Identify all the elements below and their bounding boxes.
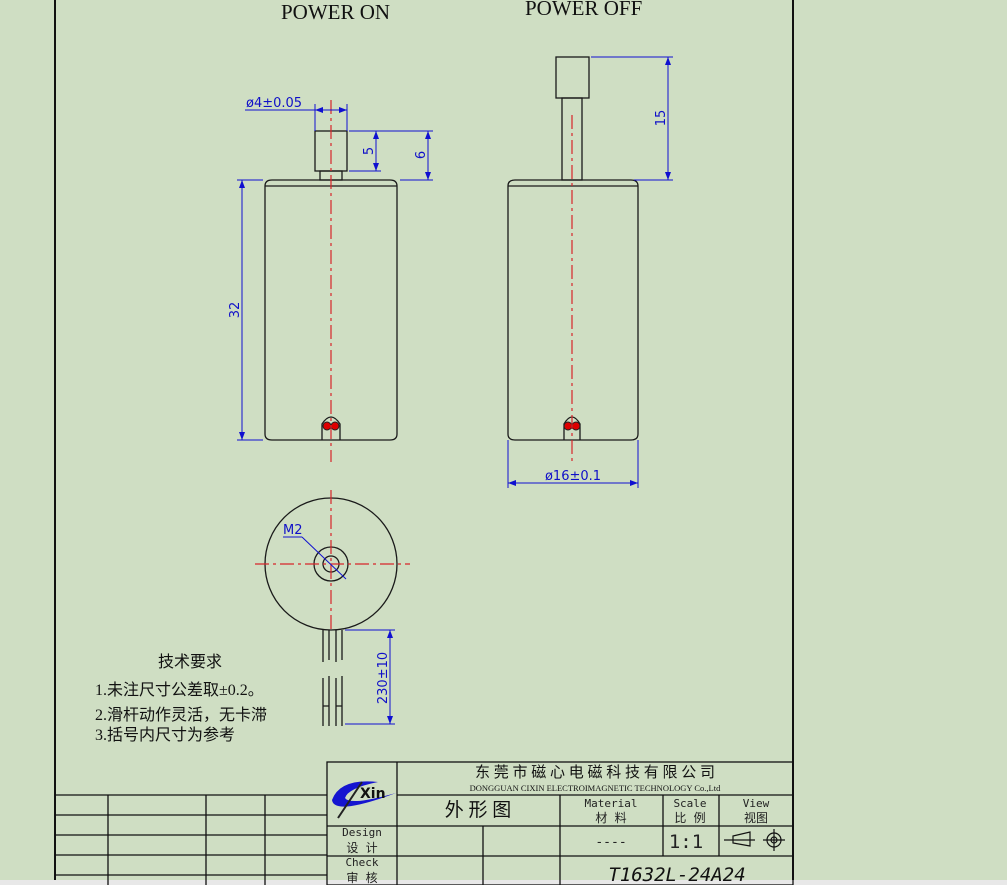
company-logo: Xin (332, 781, 396, 819)
revision-table (55, 794, 327, 885)
power-on-view (237, 100, 433, 462)
projection-symbol-icon (724, 829, 785, 851)
check-label-cn: 审 核 (346, 870, 377, 885)
title-block (326, 761, 794, 885)
note-3: 3.括号内尺寸为参考 (95, 726, 235, 744)
scale-value: 1:1 (669, 831, 703, 853)
drawing-name: 外 形 图 (445, 799, 512, 821)
design-label-cn: 设 计 (346, 841, 377, 855)
dim-shaft-height: 6 (414, 151, 429, 159)
design-label-en: Design (342, 826, 382, 839)
dim-body-diameter: ø16±0.1 (545, 469, 601, 484)
note-1: 1.未注尺寸公差取±0.2。 (95, 681, 264, 699)
dim-body-length: 32 (228, 302, 243, 319)
view-label-cn: 视图 (744, 810, 768, 825)
company-name-en: DONGGUAN CIXIN ELECTROIMAGNETIC TECHNOLO… (470, 783, 721, 793)
power-off-title: POWER OFF (525, 0, 642, 20)
scale-label-cn: 比 例 (674, 811, 705, 825)
note-2: 2.滑杆动作灵活，无卡滞 (95, 706, 267, 724)
dim-shaft-diameter: ø4±0.05 (246, 96, 302, 111)
scale-label-en: Scale (673, 797, 706, 810)
material-value: ---- (595, 835, 626, 850)
dim-thread: M2 (283, 523, 303, 538)
company-name-cn: 东 莞 市 磁 心 电 磁 科 技 有 限 公 司 (475, 764, 715, 781)
logo-text: Xin (360, 786, 386, 802)
notes-title: 技术要求 (158, 653, 222, 671)
bottom-view (255, 490, 410, 726)
dim-stroke: 15 (654, 110, 669, 127)
dim-cap-height: 5 (362, 147, 377, 155)
check-label-en: Check (345, 856, 378, 869)
view-label-en: View (743, 797, 770, 810)
power-off-view (507, 56, 673, 488)
dim-wire-length: 230±10 (376, 652, 391, 704)
part-number: T1632L-24A24 (608, 864, 745, 885)
bottom-bar (0, 880, 1007, 885)
material-label-cn: 材 料 (595, 811, 626, 825)
power-on-title: POWER ON (281, 0, 390, 24)
material-label-en: Material (585, 797, 638, 810)
